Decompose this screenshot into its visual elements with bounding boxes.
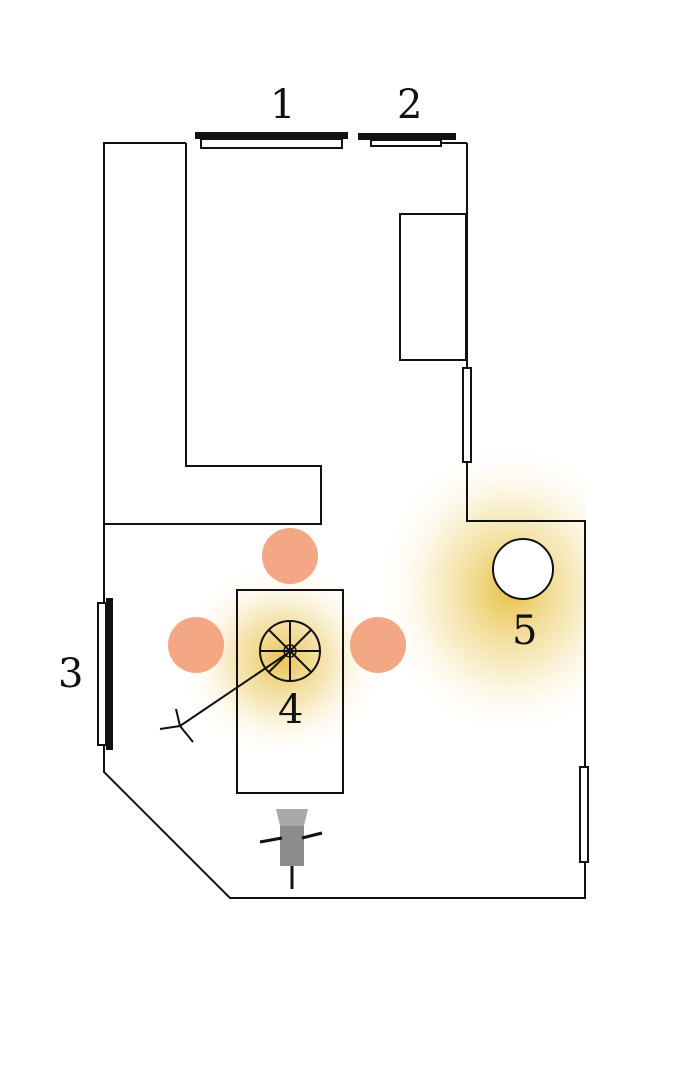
outer-wall [103,142,586,899]
window-1-label: 1 [270,82,295,128]
light-stand-icon [159,652,289,743]
camera-on-tripod-icon [259,809,323,889]
table [236,589,344,794]
chair-left [168,617,224,673]
chair-top [262,528,318,584]
wheel-lamp-icon [259,620,321,682]
table-light-label: 4 [278,687,303,733]
window-3 [97,598,113,750]
window-2-label: 2 [397,82,422,128]
window-2 [358,133,456,147]
window-1 [195,132,348,149]
right-window-lower [579,766,589,863]
cabinet [399,213,467,361]
round-light-label: 5 [512,608,537,654]
round-light [492,538,554,600]
walls [103,142,586,899]
inner-partition-wall [104,143,322,525]
window-3-label: 3 [58,651,83,697]
chair-right [350,617,406,673]
right-window-upper [462,367,472,463]
